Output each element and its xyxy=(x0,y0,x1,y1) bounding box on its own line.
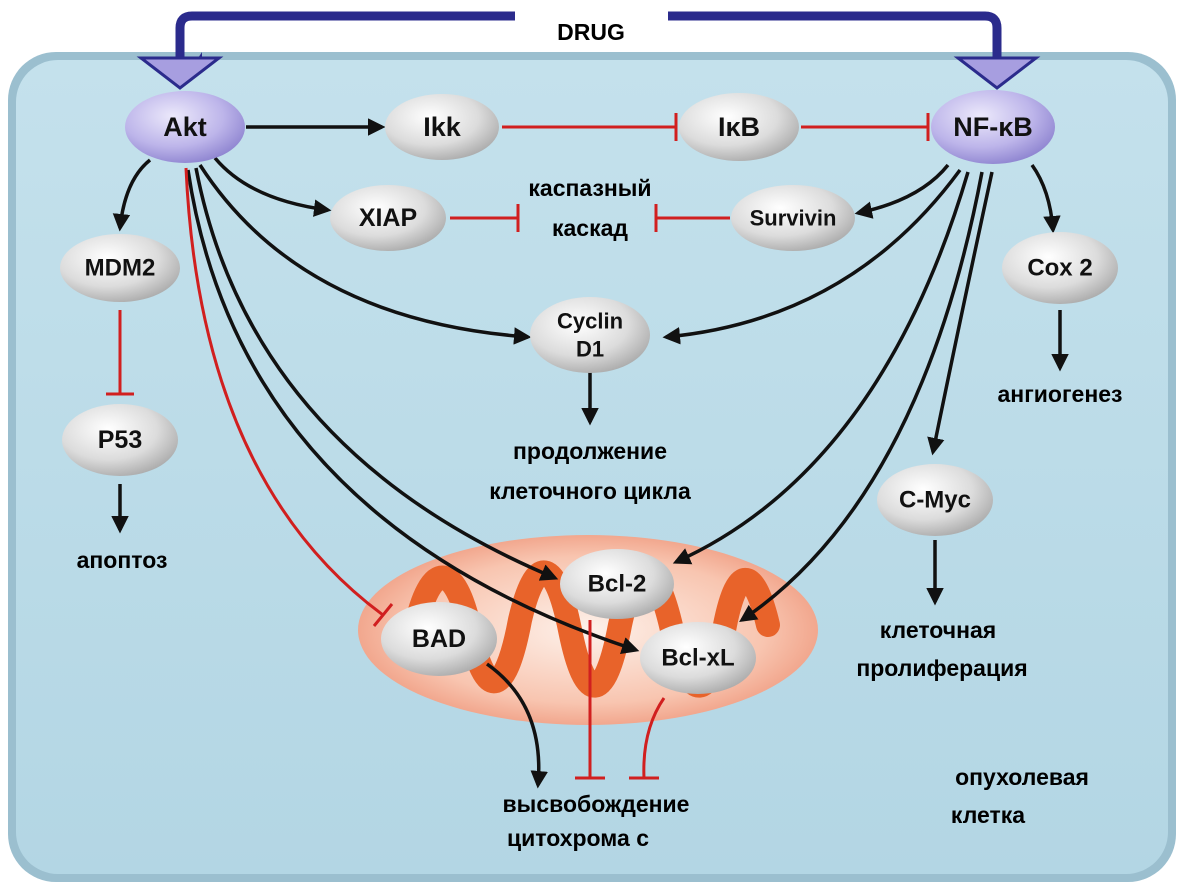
proliferation-label-1: клеточная xyxy=(880,617,996,643)
arrow-bad-cytochrome xyxy=(485,662,548,789)
node-xiap: XIAP xyxy=(330,185,446,251)
node-bad: BAD xyxy=(381,602,497,676)
node-bcl2-label: Bcl-2 xyxy=(588,571,647,598)
tumor-cell-body xyxy=(16,60,1168,874)
cytochrome-label-2: цитохрома с xyxy=(507,825,649,851)
arrow-nfkb-cmyc xyxy=(927,171,994,456)
node-survivin: Survivin xyxy=(731,185,855,251)
node-ikk-label: Ikk xyxy=(423,112,462,142)
arrow-nfkb-bcl2 xyxy=(672,171,970,565)
drug-title: DRUG xyxy=(557,19,625,45)
node-cmyc-label: C-Myc xyxy=(899,487,971,514)
node-cox2: Cox 2 xyxy=(1002,232,1118,304)
inhibit-survivin-caspase xyxy=(654,204,730,232)
arrow-akt-cyclin xyxy=(198,164,532,345)
inhibit-mdm2-p53 xyxy=(106,310,134,396)
node-ikb-label: IκB xyxy=(718,112,760,142)
inhibit-akt-bad xyxy=(184,167,394,627)
arrow-akt-mdm2 xyxy=(112,158,152,232)
arrow-nfkb-survivin xyxy=(854,163,950,219)
inhibit-bcl2-cytochrome xyxy=(575,620,605,780)
inhibit-xiap-caspase xyxy=(450,204,520,232)
node-bclxl: Bcl-xL xyxy=(640,622,756,694)
node-akt-label: Akt xyxy=(163,112,207,142)
node-ikb: IκB xyxy=(679,93,799,161)
arrow-nfkb-bclxl xyxy=(739,171,984,622)
arrow-akt-xiap xyxy=(213,156,332,217)
arrow-akt-bcl2 xyxy=(194,167,559,581)
node-survivin-label: Survivin xyxy=(750,206,837,231)
inhibit-ikb-nfkb xyxy=(801,113,930,141)
inhibit-ikk-ikb xyxy=(502,113,678,141)
tumor-cell-label-1: опухолевая xyxy=(955,764,1089,790)
cell-cycle-label-1: продолжение xyxy=(513,438,667,464)
node-cmyc: C-Myc xyxy=(877,464,993,536)
node-bad-label: BAD xyxy=(412,625,466,653)
caspase-label-2: каскад xyxy=(552,215,628,241)
node-nfkb: NF-κB xyxy=(931,90,1055,164)
node-bclxl-label: Bcl-xL xyxy=(661,645,734,672)
cell-cycle-label-2: клеточного цикла xyxy=(489,478,691,504)
node-mdm2: MDM2 xyxy=(60,234,180,302)
node-p53: P53 xyxy=(62,404,178,476)
node-nfkb-label: NF-κB xyxy=(953,112,1033,142)
node-p53-label: P53 xyxy=(98,426,142,454)
arrow-akt-bclxl xyxy=(186,169,640,654)
angiogenesis-label: ангиогенез xyxy=(998,381,1123,407)
inhibition-lines xyxy=(106,113,930,780)
caspase-label-1: каспазный xyxy=(528,175,651,201)
node-ikk: Ikk xyxy=(385,94,499,160)
activation-arrows xyxy=(111,118,1069,789)
node-mdm2-label: MDM2 xyxy=(85,255,156,282)
arrow-nfkb-cyclin xyxy=(662,168,962,345)
cytochrome-label-1: высвобождение xyxy=(503,791,690,817)
drug-bracket xyxy=(136,11,1041,90)
node-cyclin-d1: Cyclin D1 xyxy=(530,297,650,373)
arrow-nfkb-cox2 xyxy=(1030,163,1061,234)
apoptosis-label: апоптоз xyxy=(77,547,168,573)
node-bcl2: Bcl-2 xyxy=(560,549,674,619)
inhibit-bclxl-cytochrome xyxy=(629,697,666,780)
node-cox2-label: Cox 2 xyxy=(1027,255,1092,282)
node-cyclin-label-1: Cyclin xyxy=(557,309,623,334)
tumor-cell-label-2: клетка xyxy=(951,802,1025,828)
proliferation-label-2: пролиферация xyxy=(856,655,1027,681)
node-cyclin-label-2: D1 xyxy=(576,337,604,362)
node-xiap-label: XIAP xyxy=(359,204,417,232)
node-akt: Akt xyxy=(125,91,245,163)
